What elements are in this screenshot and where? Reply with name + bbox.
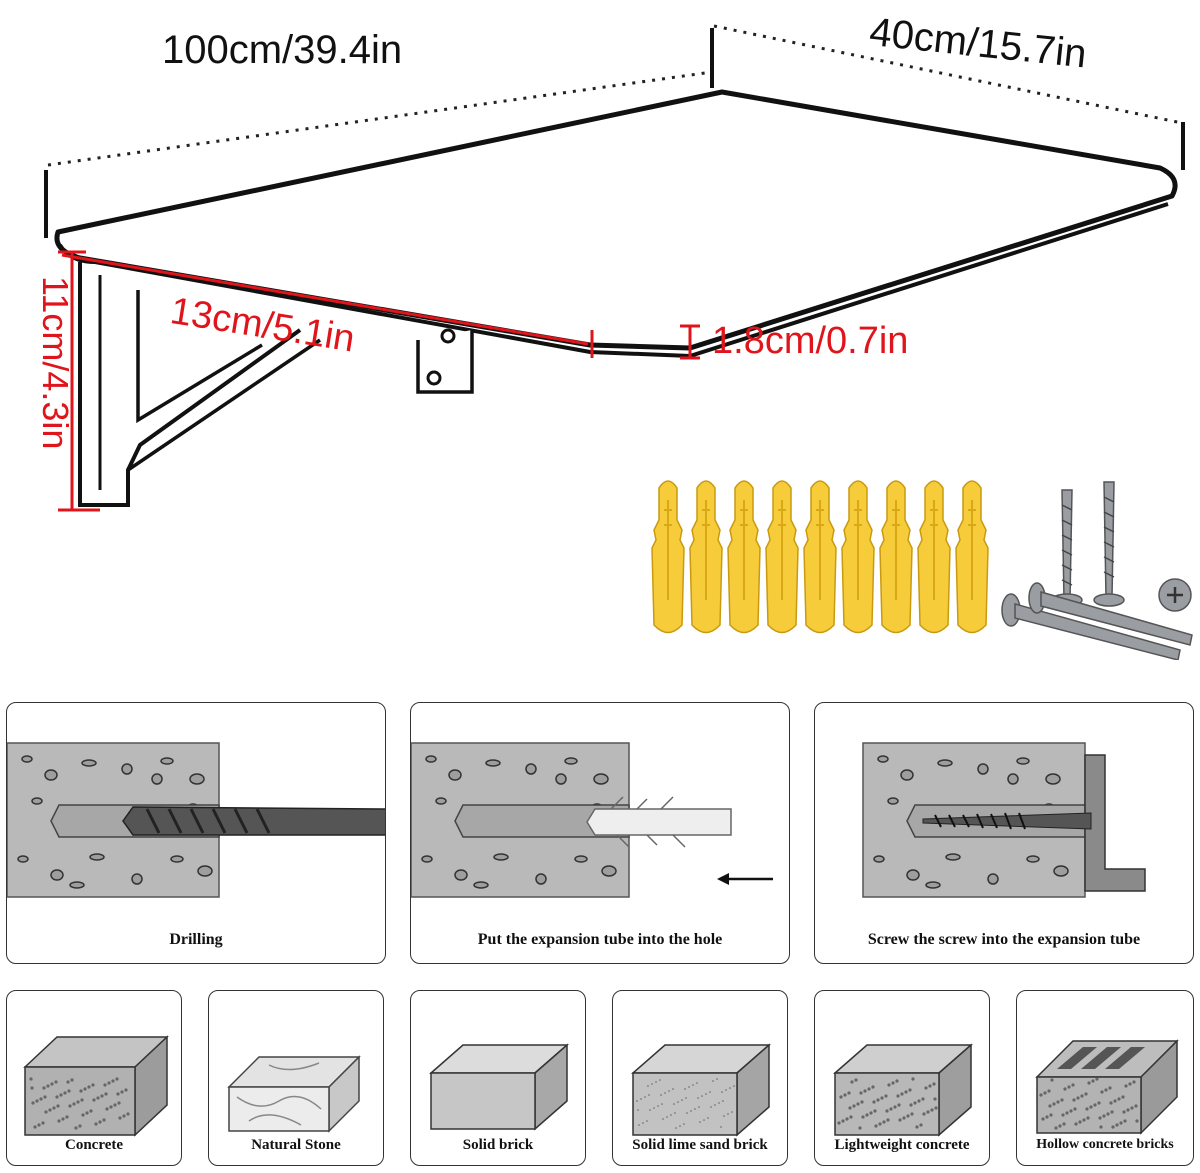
anchor <box>651 480 685 634</box>
anchor <box>727 480 761 634</box>
step-caption: Screw the screw into the expansion tube <box>867 931 1141 948</box>
bracket-profile <box>1084 754 1146 892</box>
step-panel-screw: Screw the screw into the expansion tube <box>814 702 1194 964</box>
bracket-window <box>136 290 263 424</box>
anchor <box>765 480 799 634</box>
anchor <box>803 480 837 634</box>
wall-type-label: Lightweight concrete <box>834 1137 970 1153</box>
screws <box>1001 481 1193 660</box>
lightweight-concrete-icon <box>833 1043 973 1137</box>
step-caption: Put the expansion tube into the hole <box>477 931 723 948</box>
screw <box>1158 578 1192 612</box>
natural-stone-icon <box>227 1055 361 1133</box>
step-panel-insert-tube: Put the expansion tube into the hole <box>410 702 790 964</box>
screw <box>1001 593 1181 660</box>
lime-sand-brick-icon <box>631 1043 771 1137</box>
hollow-concrete-brick-icon <box>1035 1039 1179 1135</box>
anchor <box>841 480 875 634</box>
wall-type-lightweight-concrete: Lightweight concrete <box>814 990 990 1166</box>
wall-type-natural-stone: Natural Stone <box>208 990 384 1166</box>
wall-type-hollow-concrete-bricks: Hollow concrete bricks <box>1016 990 1194 1166</box>
bracket-frame <box>78 262 302 507</box>
wall-type-label: Solid lime sand brick <box>632 1137 768 1153</box>
table-top <box>54 89 1178 351</box>
depth-dimension-line <box>61 253 589 346</box>
thickness-label: 1.8cm/0.7in <box>712 320 909 362</box>
hinge-bracket <box>416 330 474 394</box>
length-label: 100cm/39.4in <box>162 28 403 72</box>
screw-illustration <box>862 742 1146 898</box>
solid-brick-icon <box>429 1043 569 1131</box>
anchor <box>879 480 913 634</box>
concrete-block-icon <box>23 1035 169 1137</box>
drilling-illustration <box>7 742 385 898</box>
step-caption: Drilling <box>169 931 223 948</box>
expansion-tube <box>586 808 732 836</box>
anchor <box>689 480 723 634</box>
wall-type-solid-lime-sand-brick: Solid lime sand brick <box>612 990 788 1166</box>
wall-type-concrete: Concrete <box>6 990 182 1166</box>
table-top-edge <box>58 202 1169 359</box>
screw <box>1051 489 1083 607</box>
wall-type-label: Hollow concrete bricks <box>1036 1137 1174 1152</box>
table-diagram <box>44 24 1193 660</box>
drill-bit <box>122 806 385 836</box>
bracket-arm <box>127 338 321 472</box>
wall-type-label: Solid brick <box>462 1137 534 1153</box>
anchor <box>917 480 951 634</box>
length-dimension-line <box>47 70 713 167</box>
wall-type-label: Natural Stone <box>251 1137 341 1153</box>
insert-tube-illustration <box>411 742 773 898</box>
expansion-anchors <box>651 480 989 634</box>
step-panel-drilling: Drilling <box>6 702 386 964</box>
bracket-height-label: 11cm/4.3in <box>35 276 76 450</box>
wall-type-label: Concrete <box>64 1137 124 1153</box>
screw <box>1093 481 1125 607</box>
screw <box>1028 582 1193 646</box>
anchor <box>955 480 989 634</box>
wall-type-solid-brick: Solid brick <box>410 990 586 1166</box>
